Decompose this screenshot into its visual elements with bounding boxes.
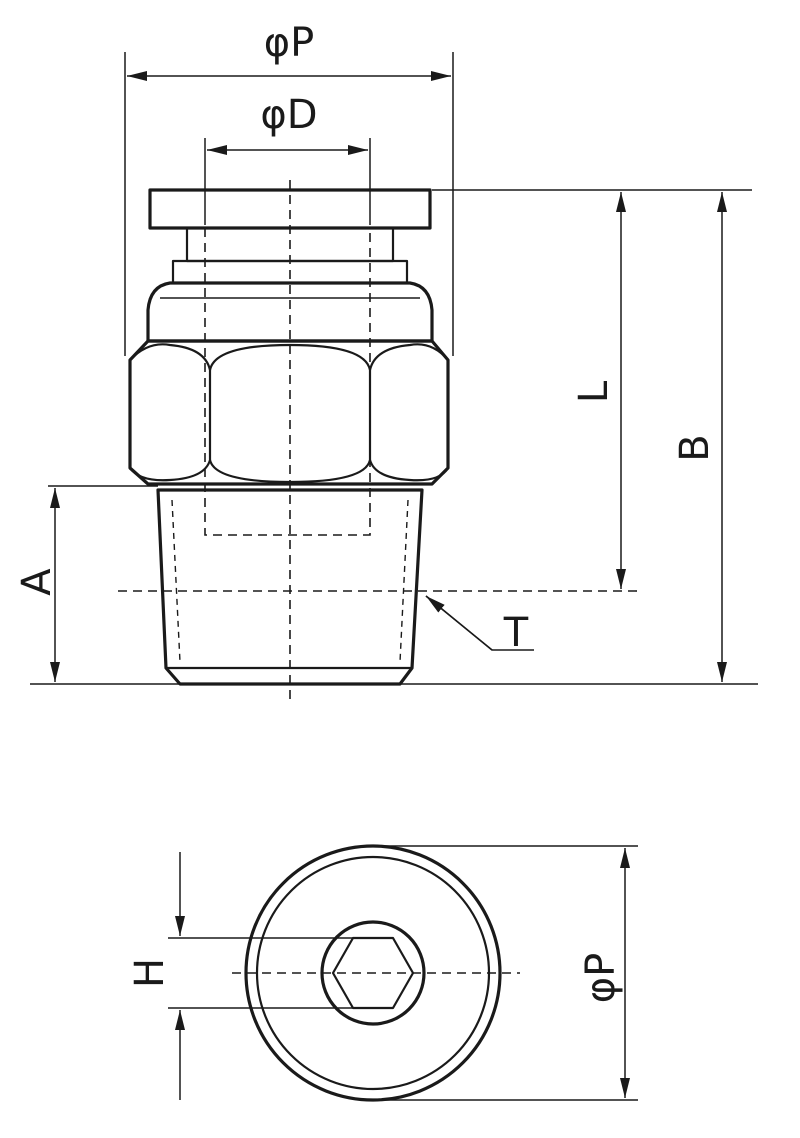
side-view: φP φD L B A T [14, 20, 758, 700]
hex-socket [331, 936, 415, 1010]
label-L: L [571, 380, 617, 403]
label-A: A [14, 568, 60, 596]
label-phiP-bottom: φP [578, 953, 624, 1004]
label-phiD: φD [260, 92, 317, 138]
end-view: H φP [127, 844, 638, 1102]
label-T: T [503, 610, 529, 656]
label-H: H [127, 958, 173, 988]
label-B: B [672, 434, 718, 461]
hidden-bore [204, 228, 371, 536]
label-phiP-top: φP [264, 20, 315, 66]
hex-nut [128, 339, 450, 486]
